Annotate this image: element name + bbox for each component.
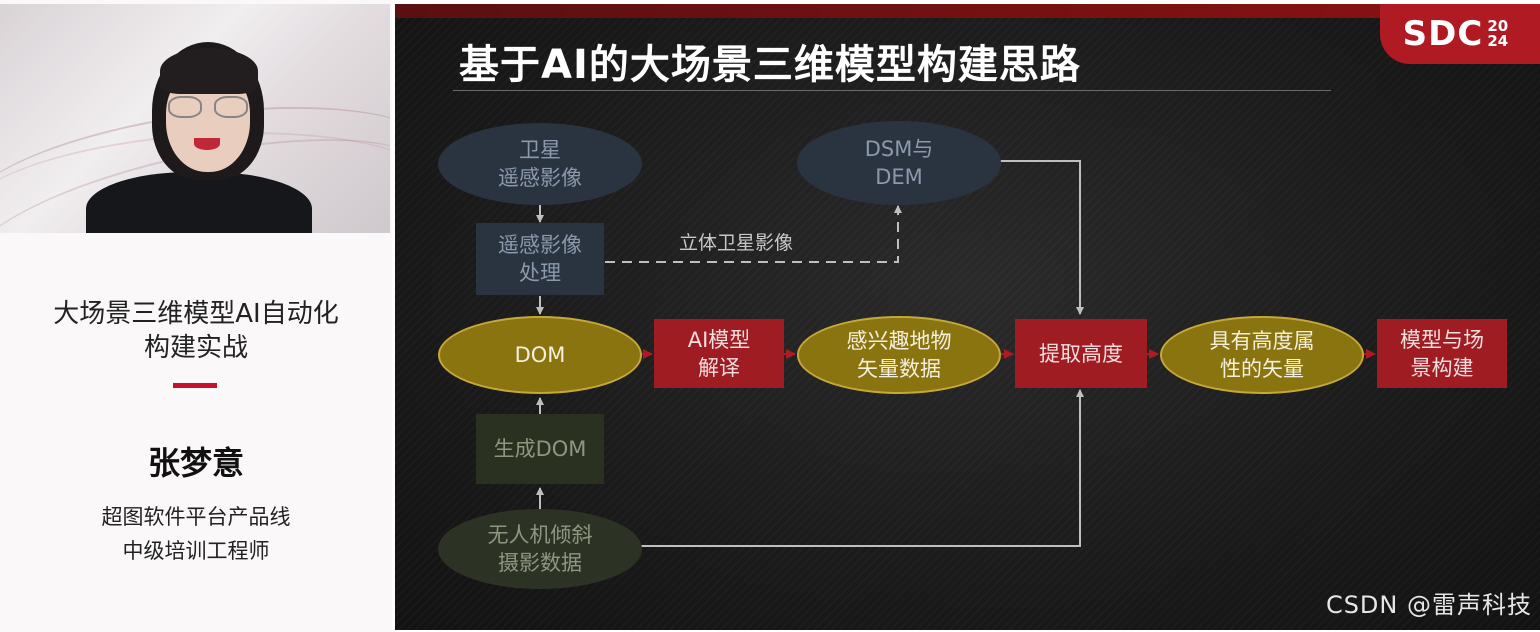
arrow-dsm-to-height [1000, 160, 1084, 315]
accent-bar [173, 383, 217, 388]
logo-year-bottom: 24 [1487, 32, 1509, 50]
satellite-line1: 卫星 [519, 138, 561, 162]
speaker-video [0, 4, 390, 233]
glasses [168, 96, 248, 118]
speaker-panel: 大场景三维模型AI自动化 构建实战 张梦意 超图软件平台产品线 中级培训工程师 [0, 0, 392, 632]
logo-year-top: 20 [1487, 17, 1509, 35]
sdc-logo: SDC 20 24 [1380, 4, 1540, 64]
logo-letters: SDC [1402, 14, 1484, 54]
speaker-body [86, 172, 312, 233]
node-extract-height: 提取高度 [1015, 319, 1147, 388]
processing-line2: 处理 [519, 261, 561, 285]
affiliation-line2: 中级培训工程师 [122, 539, 270, 563]
vector-line1: 感兴趣地物 [846, 329, 952, 353]
speaker-affiliation: 超图软件平台产品线 中级培训工程师 [0, 500, 392, 568]
node-height-vector: 具有高度属 性的矢量 [1160, 316, 1364, 394]
node-dsm-dem: DSM与 DEM [797, 121, 1001, 205]
title-divider [453, 90, 1331, 91]
hvector-line2: 性的矢量 [1220, 357, 1304, 381]
node-generate-dom: 生成DOM [476, 414, 604, 484]
build-line1: 模型与场 [1400, 327, 1484, 352]
height-label: 提取高度 [1039, 341, 1123, 366]
vector-line2: 矢量数据 [857, 357, 941, 381]
dashed-stereo-path [605, 205, 902, 263]
gendom-label: 生成DOM [493, 437, 587, 461]
talk-title-line2: 构建实战 [143, 333, 248, 363]
node-dom: DOM [438, 316, 642, 394]
logo-year: 20 24 [1487, 19, 1517, 49]
speaker-name: 张梦意 [147, 444, 244, 482]
ai-line1: AI模型 [687, 327, 751, 352]
presentation-slide: SDC 20 24 基于AI的大场景三维模型构建思路 [395, 4, 1540, 630]
slide-top-bar [395, 4, 1540, 18]
build-line2: 景构建 [1410, 355, 1474, 380]
arrow-uav-to-height [640, 389, 1084, 547]
affiliation-line1: 超图软件平台产品线 [101, 505, 291, 529]
ai-line2: 解译 [698, 355, 740, 380]
talk-title: 大场景三维模型AI自动化 构建实战 [0, 297, 392, 365]
speaker-mouth [194, 138, 220, 150]
slide-title: 基于AI的大场景三维模型构建思路 [459, 42, 1081, 88]
speaker-bangs [160, 48, 258, 94]
node-ai-interpretation: AI模型 解译 [654, 319, 784, 388]
node-uav-oblique: 无人机倾斜 摄影数据 [438, 509, 642, 589]
satellite-line2: 遥感影像 [498, 166, 582, 190]
csdn-watermark: CSDN @雷声科技 [1325, 591, 1532, 619]
talk-title-line1: 大场景三维模型AI自动化 [53, 299, 339, 329]
dsm-line1: DSM与 [864, 137, 934, 161]
node-satellite-imagery: 卫星 遥感影像 [438, 123, 642, 205]
dom-label: DOM [514, 343, 566, 367]
processing-line1: 遥感影像 [498, 233, 582, 257]
node-model-construction: 模型与场 景构建 [1377, 319, 1507, 388]
dsm-line2: DEM [875, 165, 923, 189]
node-vector-data: 感兴趣地物 矢量数据 [797, 316, 1001, 394]
flow-connectors [536, 160, 1376, 547]
node-imagery-processing: 遥感影像 处理 [476, 223, 604, 295]
stereo-imagery-label: 立体卫星影像 [679, 232, 794, 254]
uav-line2: 摄影数据 [498, 551, 582, 575]
hvector-line1: 具有高度属 [1209, 329, 1315, 353]
uav-line1: 无人机倾斜 [487, 523, 593, 547]
